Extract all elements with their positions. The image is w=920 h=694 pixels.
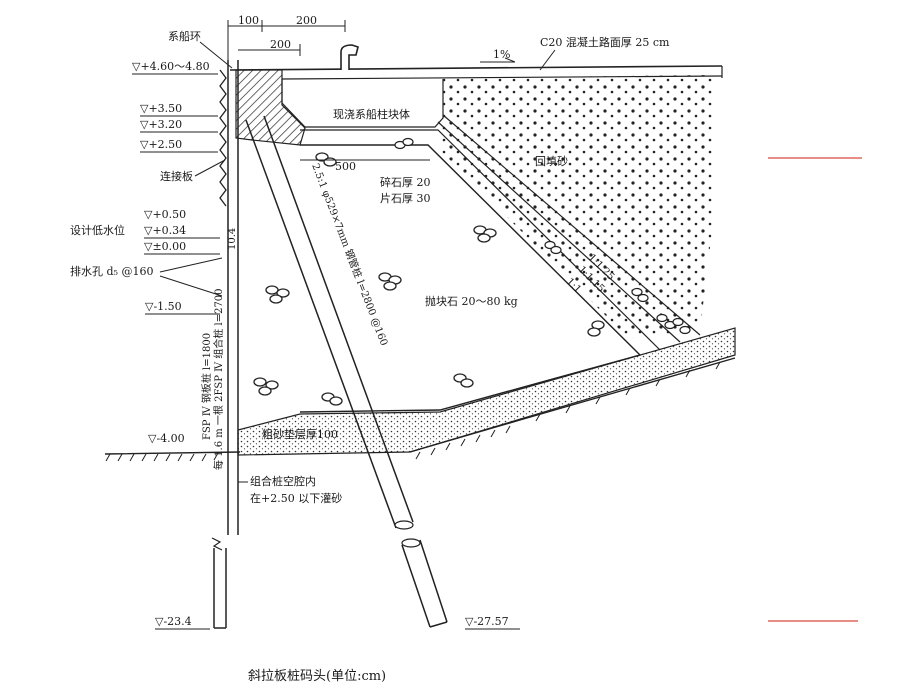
label-l0: 10.4	[227, 228, 238, 250]
top-dimension-lines	[227, 20, 346, 60]
label-cast-block: 现浇系船柱块体	[333, 107, 410, 121]
dim-200-top: 200	[296, 14, 317, 27]
backfill-sand-region	[440, 75, 715, 338]
leader-pavement	[539, 49, 556, 71]
pipe-pile-lower-left	[401, 544, 431, 628]
elev-top: ▽+4.60～4.80	[132, 60, 210, 73]
sheet-pile-break	[211, 537, 223, 551]
label-steel-pile: 2.5:1 φ529×7mm 钢管桩 l=2800 @160	[309, 161, 391, 347]
pipe-pile-tip	[429, 621, 448, 628]
flagstone-layer-line	[442, 114, 701, 336]
slope-stones	[394, 137, 691, 335]
label-flagstone: 片石厚 30	[380, 192, 431, 205]
label-combo-pile: 每 1.6 m 一根 2FSP Ⅳ 组合桩 l=2700	[212, 288, 225, 470]
elev-m2757: ▽-27.57	[465, 615, 509, 628]
riprap-stones	[253, 152, 605, 406]
elevation-labels: ▽+4.60～4.80 ▽+3.50 ▽+3.20 ▽+2.50 ▽+0.50 …	[132, 60, 520, 630]
label-drain-hole: 排水孔 d₅ @160	[70, 264, 153, 278]
dim-100: 100	[238, 14, 259, 27]
leader-connecting-plate	[194, 159, 226, 177]
pavement-bottom-line	[281, 75, 723, 80]
pipe-pile-lower-right	[419, 539, 448, 623]
leader-mooring-ring	[199, 41, 233, 69]
label-slope: 1%	[493, 48, 510, 61]
figure-caption: 斜拉板桩码头(单位:cm)	[248, 669, 386, 684]
pipe-pile-break	[394, 520, 414, 530]
label-hollow-1: 组合桩空腔内	[250, 474, 316, 488]
label-mooring-ring: 系船环	[168, 29, 201, 43]
elev-m150: ▽-1.50	[145, 300, 182, 313]
elev-250: ▽+2.50	[140, 138, 182, 151]
elev-000: ▽±0.00	[144, 240, 186, 253]
pavement-top-line	[229, 65, 723, 71]
label-hollow-2: 在+2.50 以下灌砂	[250, 492, 342, 505]
sand-cushion-layer	[237, 327, 736, 456]
label-gravel: 碎石厚 20	[380, 175, 431, 189]
elev-320: ▽+3.20	[140, 118, 182, 131]
label-sheet-pile: FSP Ⅳ 钢板桩 l=1800	[200, 333, 213, 440]
rubble-mound-outline	[299, 144, 642, 413]
gravel-layer-line	[437, 121, 681, 343]
label-connecting-plate: 连接板	[160, 169, 193, 183]
bollard-icon	[340, 44, 359, 70]
label-backfill: 回填砂	[535, 154, 568, 168]
dim-200-low: 200	[270, 38, 291, 51]
leader-drain-hole	[159, 257, 223, 297]
slope-arrow-icon	[480, 57, 516, 63]
wall-face-zigzag	[219, 69, 227, 207]
dim-500: 500	[335, 160, 356, 173]
seabed-line	[104, 357, 736, 455]
elev-m400: ▽-4.00	[148, 432, 185, 445]
label-design-low-water: 设计低水位	[70, 223, 125, 237]
rubble-slope-inner	[300, 129, 661, 351]
cast-block-outline	[281, 79, 444, 128]
seabed-hatch	[105, 361, 721, 462]
elev-350: ▽+3.50	[140, 102, 182, 115]
label-pavement: C20 混凝土路面厚 25 cm	[540, 35, 670, 49]
pipe-pile-left	[245, 119, 397, 529]
elev-050: ▽+0.50	[144, 208, 186, 221]
label-sand-cushion: 粗砂垫层厚100	[262, 427, 338, 441]
pipe-pile-right	[263, 115, 414, 523]
elev-034: ▽+0.34	[144, 224, 186, 237]
label-riprap: 抛块石 20～80 kg	[425, 294, 518, 308]
pipe-pile-lower-top	[401, 538, 421, 548]
elev-m234: ▽-23.4	[155, 615, 192, 628]
